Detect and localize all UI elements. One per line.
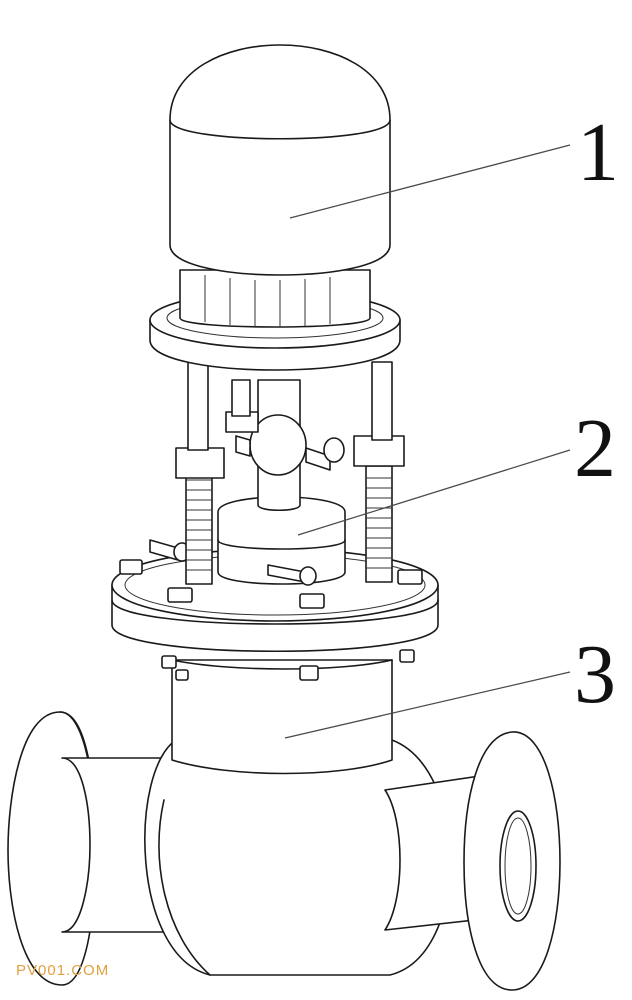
leader-line-3 <box>284 671 571 739</box>
callout-1: 1 <box>577 106 619 199</box>
callout-2: 2 <box>574 402 616 495</box>
bonnet-flange <box>111 548 439 681</box>
leader-lines <box>284 144 571 739</box>
leader-line-2 <box>297 449 571 536</box>
leader-line-1 <box>289 144 571 219</box>
inner-assembly <box>149 361 405 586</box>
actuator <box>149 44 401 371</box>
callout-3: 3 <box>574 628 616 721</box>
watermark: PV001.COM <box>16 962 110 979</box>
valve-body <box>7 659 561 991</box>
